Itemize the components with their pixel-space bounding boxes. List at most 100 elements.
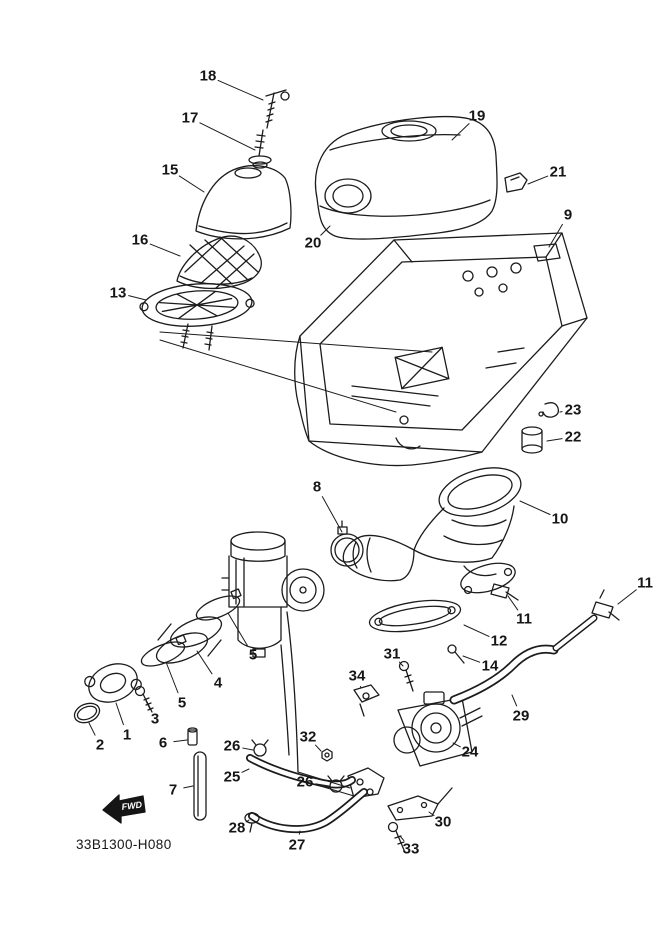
leader-line-14 — [462, 655, 481, 663]
leader-line-22 — [546, 438, 563, 442]
leader-line-30 — [428, 811, 435, 817]
leader-line-18 — [217, 79, 264, 101]
part-clip-28 — [244, 812, 260, 833]
linkage-lines — [297, 771, 355, 797]
part-plate-13 — [139, 283, 255, 327]
part-tube-7 — [193, 751, 207, 821]
leader-line-6 — [173, 739, 188, 743]
part-bracket-30 — [387, 787, 453, 821]
leader-line-31 — [398, 661, 404, 667]
callout-15: 15 — [161, 161, 179, 179]
part-hose-27 — [248, 788, 368, 834]
leader-line-5 — [227, 612, 248, 647]
leader-line-21 — [527, 175, 549, 185]
part-air-box-case-9 — [294, 232, 588, 467]
part-spacer-22 — [521, 426, 543, 454]
leader-line-24 — [452, 742, 461, 748]
part-air-cleaner-cover-15 — [195, 165, 292, 240]
callout-9: 9 — [563, 206, 573, 224]
leader-line-11 — [507, 595, 519, 611]
callout-25: 25 — [223, 768, 241, 786]
part-plate-studs — [180, 323, 214, 351]
part-fitting-11b — [591, 589, 620, 621]
leader-line-26 — [242, 747, 254, 751]
callout-23: 23 — [564, 401, 582, 419]
leader-line-34 — [359, 685, 362, 689]
callout-21: 21 — [549, 163, 567, 181]
part-hook-23 — [538, 402, 560, 418]
diagram-code: 33B1300-H080 — [76, 837, 172, 852]
part-clamp-5a — [195, 588, 242, 621]
callout-5: 5 — [177, 694, 187, 712]
callout-5: 5 — [248, 646, 258, 664]
leader-line-16 — [149, 243, 181, 257]
leader-line-13 — [128, 295, 147, 301]
callout-4: 4 — [213, 674, 223, 692]
leader-line-9 — [548, 223, 563, 248]
callout-3: 3 — [150, 710, 160, 728]
callout-34: 34 — [348, 667, 366, 685]
part-carburetor — [221, 531, 325, 773]
leader-line-11 — [617, 589, 637, 605]
callout-26: 26 — [223, 737, 241, 755]
callout-16: 16 — [131, 231, 149, 249]
part-hose-29 — [449, 614, 598, 705]
callout-1: 1 — [122, 726, 132, 744]
callout-22: 22 — [564, 428, 582, 446]
part-clamp-8 — [330, 520, 364, 567]
callout-27: 27 — [288, 836, 306, 854]
callout-32: 32 — [299, 728, 317, 746]
part-bolt-31 — [398, 660, 414, 692]
leader-line-1 — [115, 702, 124, 726]
leader-line-17 — [199, 122, 256, 151]
part-oring-2 — [73, 702, 101, 724]
part-pump-24 — [393, 691, 483, 767]
callout-14: 14 — [481, 657, 499, 675]
part-bracket-34 — [353, 684, 380, 717]
part-bolt-33 — [387, 821, 405, 851]
leader-line-4 — [196, 650, 213, 675]
callout-18: 18 — [199, 67, 217, 85]
callout-26: 26 — [296, 773, 314, 791]
part-fitting-11a — [490, 583, 519, 601]
leader-line-20 — [320, 225, 331, 236]
callout-8: 8 — [312, 478, 322, 496]
leader-line-10 — [519, 500, 551, 515]
part-gasket-12 — [368, 599, 462, 633]
leader-line-7 — [183, 785, 194, 789]
fwd-label: FWD — [121, 800, 143, 812]
callout-28: 28 — [228, 819, 246, 837]
callout-2: 2 — [95, 736, 105, 754]
part-nut-32 — [321, 748, 333, 762]
part-clamp-26a — [251, 739, 269, 757]
callout-19: 19 — [468, 107, 486, 125]
part-intake-joint-10 — [413, 467, 522, 595]
leader-line-33 — [399, 835, 405, 842]
part-breather-bolt-18 — [265, 89, 290, 129]
leader-line-29 — [511, 694, 518, 707]
fwd-indicator: FWD — [102, 794, 146, 824]
leader-line-2 — [88, 722, 96, 736]
leader-line-19 — [451, 123, 470, 141]
part-screw-14 — [447, 644, 465, 664]
callout-6: 6 — [158, 734, 168, 752]
leader-line-3 — [145, 700, 151, 710]
part-hose-25 — [246, 754, 356, 789]
leader-line-15 — [178, 175, 205, 193]
leader-line-8 — [321, 496, 343, 533]
leader-line-28 — [245, 819, 250, 823]
callout-29: 29 — [512, 707, 530, 725]
fwd-arrow-icon — [102, 794, 146, 824]
callout-7: 7 — [168, 781, 178, 799]
assembly-guide-lines — [159, 331, 433, 413]
part-clip-21 — [504, 172, 528, 193]
callout-11: 11 — [516, 610, 532, 628]
leader-line-5 — [165, 661, 179, 694]
leader-line-12 — [463, 624, 490, 637]
leader-line-26 — [315, 783, 330, 787]
leader-lines — [88, 79, 637, 842]
leader-line-27 — [298, 830, 301, 835]
